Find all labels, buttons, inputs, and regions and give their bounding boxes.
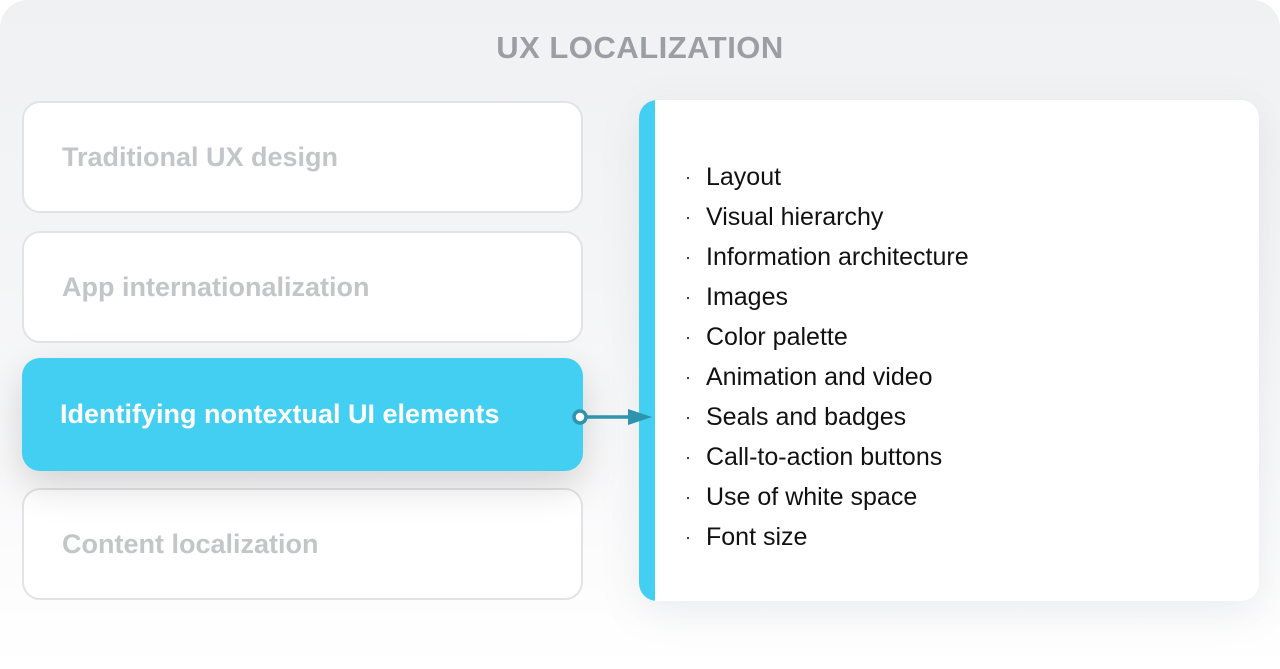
step-identifying-nontextual-ui-elements[interactable]: Identifying nontextual UI elements bbox=[22, 358, 583, 471]
step-content-localization[interactable]: Content localization bbox=[22, 488, 583, 600]
arrow-connector-icon bbox=[572, 409, 652, 425]
list-item: ·Images bbox=[685, 282, 788, 311]
diagram-title: UX LOCALIZATION bbox=[496, 30, 784, 65]
details-panel: ·Layout ·Visual hierarchy ·Information a… bbox=[639, 100, 1259, 601]
bullet-icon: · bbox=[685, 166, 691, 187]
bullet-icon: · bbox=[685, 286, 691, 307]
bullet-icon: · bbox=[685, 246, 691, 267]
step-app-internationalization[interactable]: App internationalization bbox=[22, 231, 583, 343]
list-item: ·Layout bbox=[685, 162, 782, 191]
list-item: ·Information architecture bbox=[685, 242, 969, 271]
bullet-icon: · bbox=[685, 526, 691, 547]
list-item: ·Animation and video bbox=[685, 362, 933, 391]
step-label: Content localization bbox=[62, 528, 319, 559]
bullet-icon: · bbox=[685, 326, 691, 347]
list-item: ·Font size bbox=[685, 522, 808, 551]
list-item: ·Color palette bbox=[685, 322, 848, 351]
bullet-icon: · bbox=[685, 406, 691, 427]
list-item: ·Call-to-action buttons bbox=[685, 442, 943, 471]
bullet-icon: · bbox=[685, 446, 691, 467]
step-traditional-ux-design[interactable]: Traditional UX design bbox=[22, 101, 583, 213]
list-item: ·Seals and badges bbox=[685, 402, 907, 431]
step-label: Identifying nontextual UI elements bbox=[60, 399, 500, 429]
bullet-icon: · bbox=[685, 486, 691, 507]
list-item: ·Visual hierarchy bbox=[685, 202, 884, 231]
step-label: Traditional UX design bbox=[62, 141, 339, 172]
step-label: App internationalization bbox=[62, 271, 370, 302]
list-item: ·Use of white space bbox=[685, 482, 918, 511]
bullet-icon: · bbox=[685, 366, 691, 387]
panel-accent-bar bbox=[639, 100, 655, 601]
bullet-icon: · bbox=[685, 206, 691, 227]
details-list: ·Layout ·Visual hierarchy ·Information a… bbox=[685, 157, 969, 557]
